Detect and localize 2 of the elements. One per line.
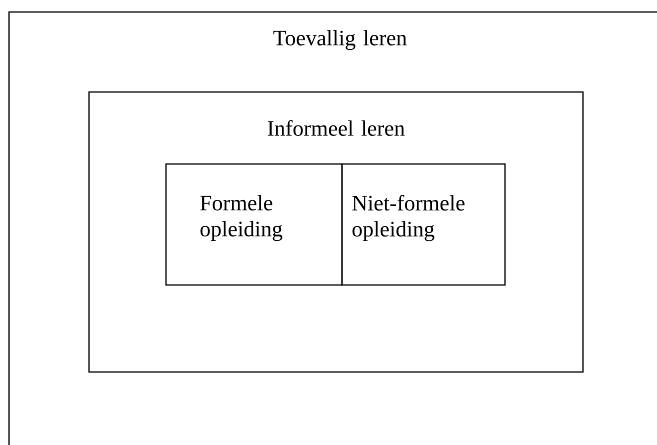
- inner-box: Niet-formele opleiding: [341, 163, 506, 286]
- inner-box: Formele opleiding: [165, 163, 343, 286]
